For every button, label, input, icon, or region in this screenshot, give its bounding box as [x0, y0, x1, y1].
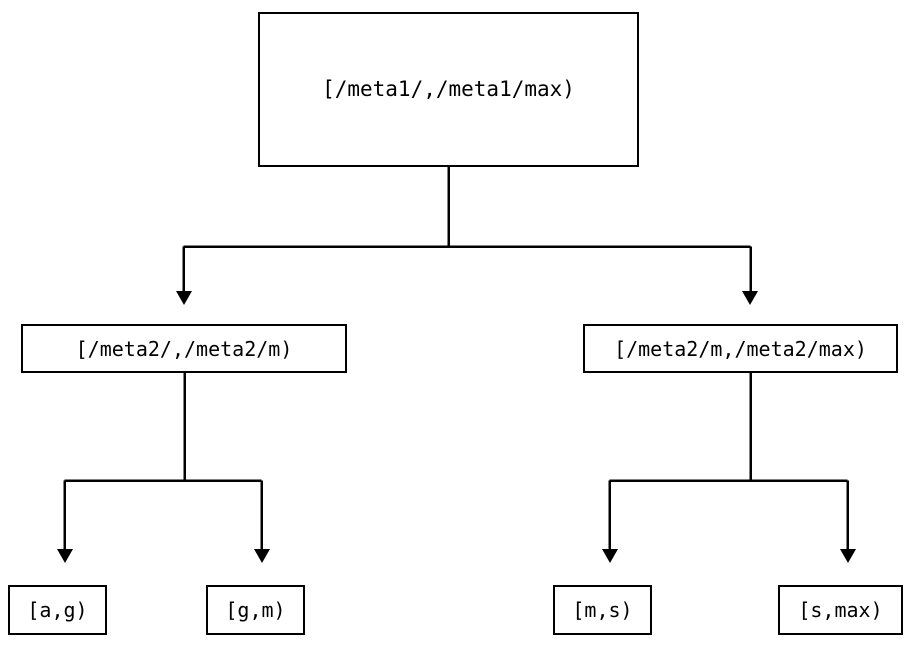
- arrowhead-down-icon-leaf-gm: [254, 549, 270, 563]
- tree-node-root[interactable]: [/meta1/,/meta1/max): [258, 12, 639, 167]
- tree-node-mid-right-label: [/meta2/m,/meta2/max): [614, 336, 867, 361]
- tree-node-mid-right[interactable]: [/meta2/m,/meta2/max): [583, 324, 898, 373]
- tree-node-leaf-smax-label: [s,max): [798, 598, 883, 622]
- tree-node-leaf-gm-label: [g,m): [225, 598, 286, 622]
- tree-node-mid-left-label: [/meta2/,/meta2/m): [75, 336, 293, 361]
- tree-node-leaf-ms[interactable]: [m,s): [553, 585, 652, 635]
- tree-node-leaf-smax[interactable]: [s,max): [778, 585, 903, 635]
- arrowhead-down-icon-leaf-ag: [57, 549, 73, 563]
- tree-node-leaf-gm[interactable]: [g,m): [206, 585, 305, 635]
- tree-node-leaf-ag[interactable]: [a,g): [8, 585, 107, 635]
- tree-node-leaf-ag-label: [a,g): [27, 598, 88, 622]
- arrowhead-down-icon-mid-right: [742, 291, 758, 305]
- tree-node-leaf-ms-label: [m,s): [572, 598, 633, 622]
- arrowhead-down-icon-leaf-ms: [602, 549, 618, 563]
- tree-node-mid-left[interactable]: [/meta2/,/meta2/m): [21, 324, 347, 373]
- arrowhead-down-icon-mid-left: [176, 291, 192, 305]
- arrowhead-down-icon-leaf-smax: [840, 549, 856, 563]
- tree-node-root-label: [/meta1/,/meta1/max): [322, 77, 575, 101]
